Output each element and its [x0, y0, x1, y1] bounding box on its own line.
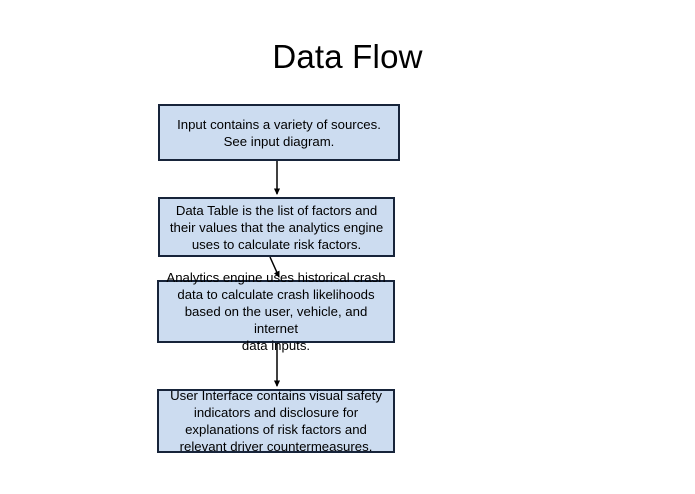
flow-node-data-table-label: Data Table is the list of factors and th… [169, 202, 384, 252]
flow-node-data-table[interactable]: Data Table is the list of factors and th… [158, 197, 395, 257]
flow-node-user-interface-label: User Interface contains visual safety in… [170, 388, 382, 454]
flow-node-analytics-engine-label: Analytics engine uses historical crash d… [166, 270, 386, 353]
page-title: Data Flow [272, 38, 423, 75]
flow-node-analytics-engine[interactable]: Analytics engine uses historical crash d… [157, 270, 395, 353]
flow-node-input[interactable]: Input contains a variety of sources. See… [158, 104, 400, 161]
flow-node-input-label: Input contains a variety of sources. See… [177, 116, 381, 149]
flow-node-user-interface[interactable]: User Interface contains visual safety in… [157, 388, 395, 454]
